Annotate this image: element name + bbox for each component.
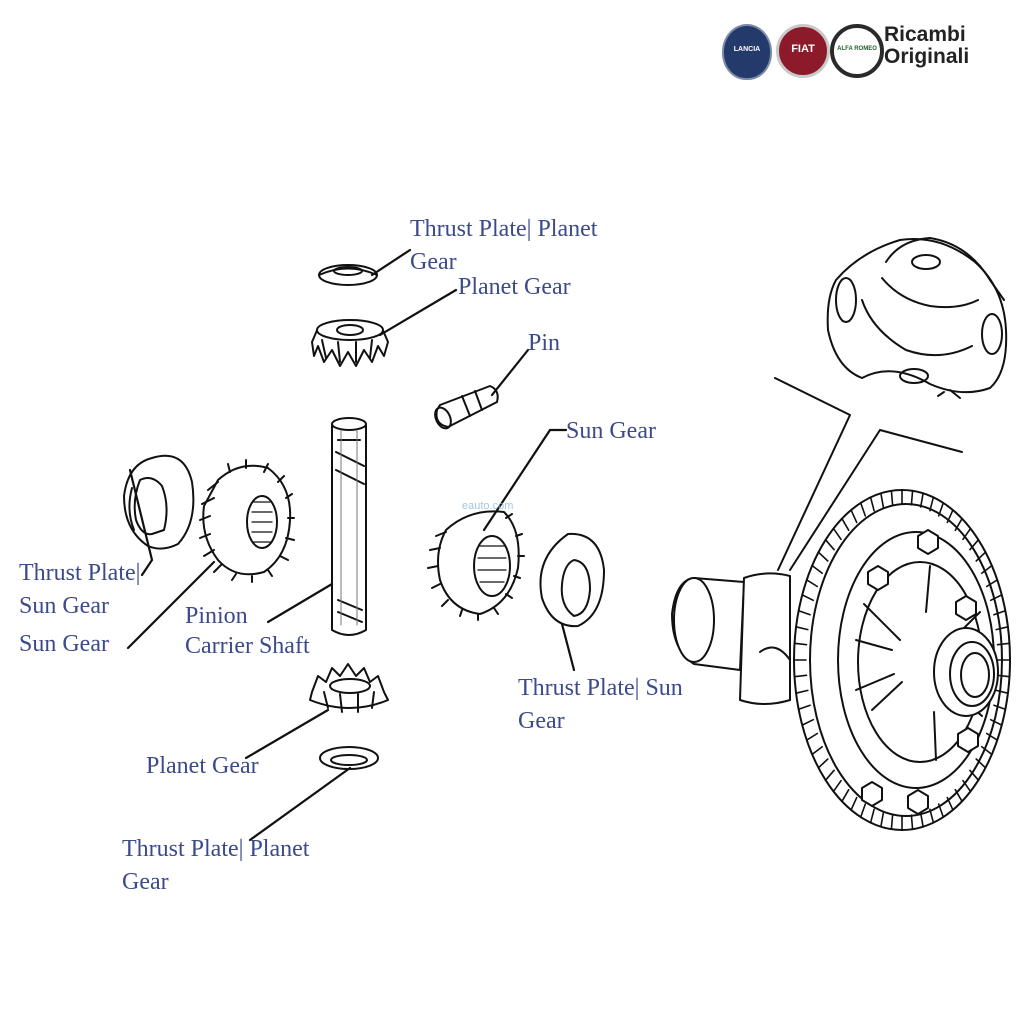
ring-gear-tooth (859, 803, 867, 818)
pinion-carrier-shaft-part (331, 417, 367, 636)
ring-gear-tooth (980, 564, 993, 575)
label-pin: Pin (528, 330, 561, 356)
sun-gear-left-part (199, 459, 295, 583)
ring-gear-tooth (919, 492, 924, 508)
ring-gear-tooth (890, 814, 894, 831)
thrust-plate-planet-gear-bottom-part (319, 746, 379, 770)
planet-gear-top-part (311, 319, 389, 367)
ring-gear-tooth (937, 502, 945, 517)
ring-gear-tooth (824, 538, 835, 551)
pin-part (434, 385, 499, 430)
label-thrust-plate-sun-gear-right-2: Gear (518, 708, 565, 734)
ring-gear-tooth (996, 674, 1011, 678)
ring-gear-tooth (801, 718, 815, 726)
ring-gear-tooth (841, 517, 850, 532)
ring-gear-tooth (962, 779, 972, 793)
ring-gear-tooth (954, 517, 963, 532)
ring-gear-tooth (969, 769, 980, 782)
label-thrust-plate-planet-gear-bottom-2: Gear (122, 869, 169, 895)
label-thrust-plate-sun-gear-left-2: Sun Gear (19, 593, 109, 619)
label-thrust-plate-sun-gear-left: Thrust Plate| (19, 560, 141, 586)
ring-gear-tooth (980, 745, 993, 756)
fiat-logo-icon: FIAT (776, 24, 830, 78)
ring-gear-tooth (993, 704, 1007, 711)
label-planet-gear-bottom: Planet Gear (146, 753, 259, 779)
sun-gear-right-part (427, 510, 525, 621)
label-sun-gear-right: Sun Gear (566, 418, 656, 444)
ring-gear-tooth (995, 625, 1009, 631)
ring-gear-tooth (937, 803, 945, 818)
ring-gear-tooth (795, 689, 809, 695)
ring-gear-tooth (801, 594, 815, 602)
ring-gear-tooth (797, 609, 811, 616)
ring-gear-tooth (795, 625, 809, 631)
leader-lines (126, 248, 576, 842)
ring-gear-tooth (832, 779, 842, 793)
label-pinion-carrier-shaft: Pinion (185, 603, 248, 629)
ring-gear-tooth (811, 564, 824, 575)
ring-gear-tooth (859, 502, 867, 517)
ring-gear-tooth (995, 689, 1009, 695)
label-thrust-plate-planet-gear-top-2: Gear (410, 249, 457, 275)
watermark: eauto.com (462, 500, 514, 512)
ring-gear-tooth (869, 808, 875, 824)
ring-gear-tooth (910, 489, 914, 506)
ring-gear-tooth (805, 579, 819, 588)
label-planet-gear-top: Planet Gear (458, 274, 571, 300)
ring-gear-tooth (793, 674, 808, 678)
thrust-plate-sun-gear-left-part (123, 454, 195, 550)
thrust-plate-sun-gear-right-part (539, 532, 605, 628)
ring-gear-tooth (929, 496, 935, 512)
ring-gear-tooth (975, 758, 987, 769)
ring-gear-tooth (841, 788, 850, 803)
ring-gear-tooth (985, 579, 999, 588)
ring-gear-tooth (817, 758, 829, 769)
ring-gear-tooth (946, 509, 954, 524)
label-thrust-plate-sun-gear-right: Thrust Plate| Sun (518, 675, 683, 701)
ring-gear-tooth (850, 509, 858, 524)
ring-gear-tooth (850, 796, 858, 811)
thrust-plate-planet-gear-top-part (318, 264, 378, 286)
planet-gear-bottom-part (309, 663, 389, 713)
ring-gear-tooth (929, 808, 935, 824)
ring-gear-tooth (985, 732, 999, 741)
ring-gear-tooth (811, 745, 824, 756)
ring-gear-tooth (805, 732, 819, 741)
ring-gear-tooth (824, 769, 835, 782)
ring-gear-tooth (946, 796, 954, 811)
ring-gear-tooth (869, 496, 875, 512)
ring-gear-tooth (989, 594, 1003, 602)
label-pinion-carrier-shaft-2: Carrier Shaft (185, 633, 310, 659)
label-thrust-plate-planet-gear-bottom: Thrust Plate| Planet (122, 836, 310, 862)
brand-text: Ricambi Originali (884, 23, 970, 68)
differential-carrier-yoke-part (826, 237, 1008, 399)
ring-gear-tooth (993, 609, 1007, 616)
ring-gear-tooth (969, 538, 980, 551)
label-sun-gear-left: Sun Gear (19, 631, 109, 657)
ring-gear-tooth (954, 788, 963, 803)
ring-gear-tooth (975, 551, 987, 562)
ring-gear-tooth (962, 527, 972, 541)
ring-gear-tooth (880, 492, 885, 508)
lancia-logo-icon: LANCIA (722, 24, 772, 80)
ring-gear-tooth (880, 812, 885, 828)
label-thrust-plate-planet-gear-top: Thrust Plate| Planet (410, 216, 598, 242)
ring-gear-tooth (890, 489, 894, 506)
ring-gear-tooth (996, 642, 1011, 646)
differential-housing-ring-gear-part (671, 489, 1011, 831)
ring-gear-tooth (832, 527, 842, 541)
alfa-romeo-logo-icon: ALFA ROMEO (830, 24, 884, 78)
ring-gear-tooth (919, 812, 924, 828)
ring-gear-tooth (817, 551, 829, 562)
ring-gear-tooth (989, 718, 1003, 726)
ring-gear-tooth (797, 704, 811, 711)
ring-gear-tooth (910, 814, 914, 831)
ring-gear-tooth (793, 642, 808, 646)
